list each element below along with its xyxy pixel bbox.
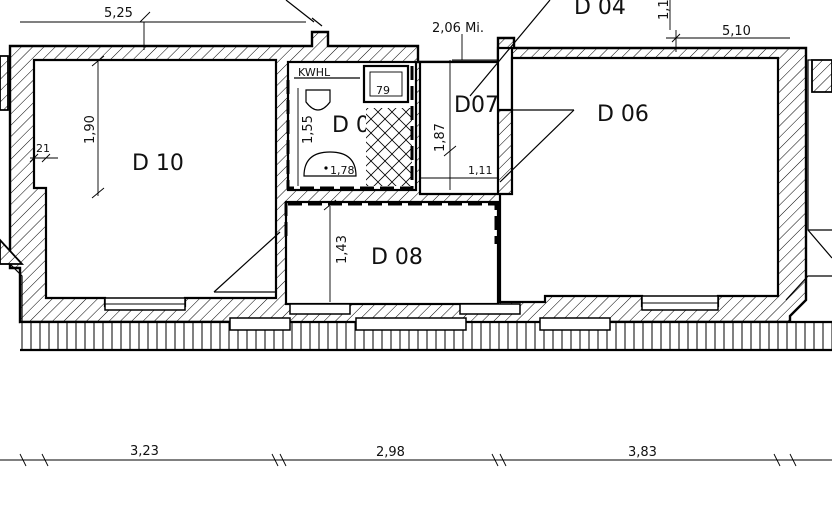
room-d06: D 06 (498, 56, 780, 308)
dashed-outlines (284, 62, 498, 244)
dim-d09-height: 1,55 (301, 115, 316, 144)
shaft-label: KWHL (298, 66, 331, 79)
dim-d09-width: 1,78 (330, 164, 355, 177)
room-d08: D 08 (284, 200, 500, 306)
dim-d07-height: 1,87 (433, 123, 448, 152)
dim-top-right-edge: 1,1 (657, 0, 672, 20)
dim-bottom-right: 3,83 (628, 445, 657, 460)
dim-top-left-width: 5,25 (104, 6, 133, 21)
room-label-d07: D07 (454, 93, 499, 118)
shaft-size: 79 (376, 84, 390, 97)
dim-top-right-width: 5,10 (722, 24, 751, 39)
dim-d10-height: 1,90 (83, 115, 98, 144)
dim-bottom-left: 3,23 (130, 444, 159, 459)
room-label-d10: D 10 (132, 151, 184, 176)
windows (104, 295, 719, 315)
room-d10: D 10 (32, 58, 278, 308)
shaft: KWHL 79 (294, 64, 410, 104)
dim-d07-width: 1,11 (468, 164, 493, 177)
side-walls (0, 55, 832, 322)
dim-bottom-middle: 2,98 (376, 445, 405, 460)
room-label-d08: D 08 (371, 245, 423, 270)
dim-d08-height: 1,43 (335, 235, 350, 264)
bottom-ticks (19, 453, 797, 467)
room-d07: D07 (418, 46, 514, 196)
sanitary-fixtures (303, 89, 357, 177)
roof-band (20, 317, 832, 352)
room-label-d04: D 04 (574, 0, 626, 20)
diagonal-lines (213, 0, 575, 293)
dim-d10-niche: 21 (36, 142, 50, 155)
dimension-lines: 5,25 5,10 2,06 Mi. D 04 1,1 1,90 21 1,55… (0, 0, 832, 467)
d09-hatched-area (366, 108, 412, 186)
dim-corridor-width: 2,06 Mi. (432, 21, 484, 36)
room-label-d06: D 06 (597, 102, 649, 127)
